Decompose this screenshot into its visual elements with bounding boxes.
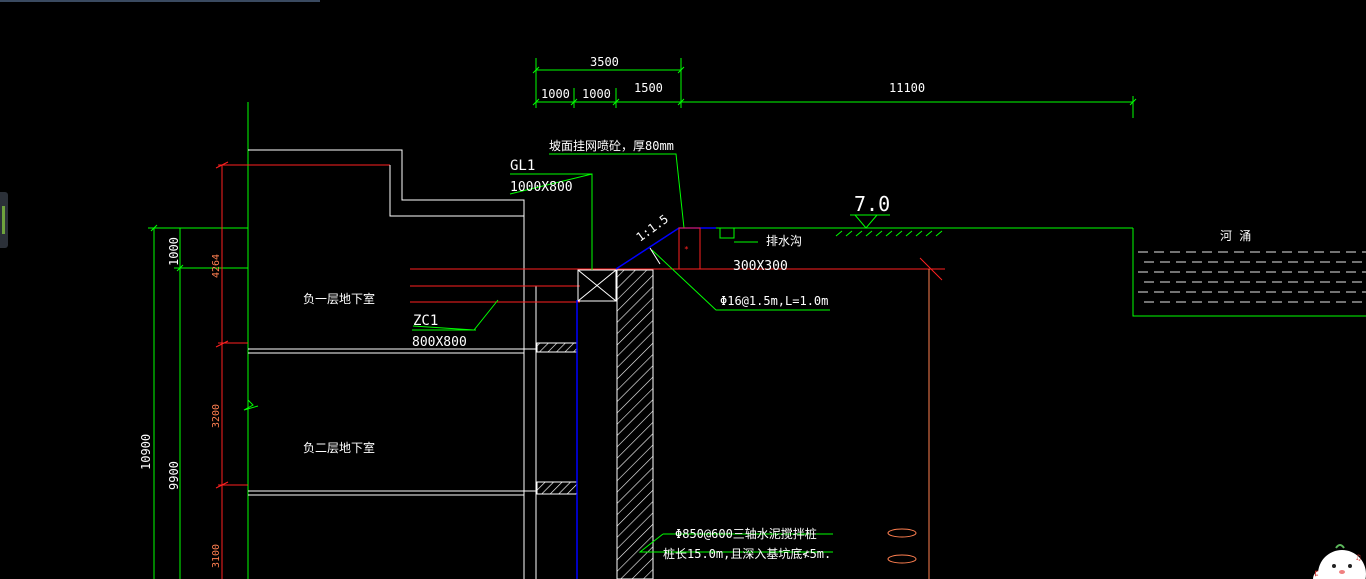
dim-3500: 3500 — [590, 55, 619, 69]
dim-11100: 11100 — [889, 81, 925, 95]
river-label: 河 涌 — [1220, 229, 1251, 243]
beam-hatch-2 — [536, 481, 578, 495]
pile-spec-label: Φ850@600三轴水泥搅拌桩 — [675, 526, 817, 541]
drain-size-label: 300X300 — [733, 259, 788, 274]
gl1-size-label: 1000X800 — [510, 180, 573, 195]
drain-channel — [678, 227, 701, 270]
zc1-label: ZC1 — [413, 313, 438, 329]
nail-spec-label: Φ16@1.5m,L=1.0m — [720, 294, 828, 308]
basement-1-label: 负一层地下室 — [303, 291, 375, 306]
beam-hatch-1 — [536, 342, 578, 353]
slab-lines — [410, 257, 945, 303]
gl1-label: GL1 — [510, 158, 535, 174]
dim-1000-b: 1000 — [582, 87, 611, 101]
dim-left-10900: 10900 — [139, 434, 153, 470]
dim-left-1000: 1000 — [167, 237, 181, 266]
zc1-size-label: 800X800 — [412, 335, 467, 350]
elevation-symbol — [835, 214, 943, 237]
river-water — [1138, 251, 1366, 303]
slope-ratio-label: 1:1.5 — [634, 212, 671, 245]
elevation-label: 7.0 — [854, 192, 890, 216]
top-dimensions — [532, 58, 1137, 118]
window-top-strip — [0, 0, 320, 2]
slope-note-label: 坡面挂网喷砼，厚80mm — [549, 139, 674, 153]
break-symbol — [243, 399, 259, 411]
dim-3200: 3200 — [211, 404, 222, 428]
dim-left-9900: 9900 — [167, 461, 181, 490]
handle-grip — [2, 206, 5, 234]
dim-1000-a: 1000 — [541, 87, 570, 101]
ime-mascot — [1318, 550, 1366, 579]
left-dimensions — [148, 102, 249, 579]
drain-mark: * — [684, 245, 689, 254]
annotation-leaders — [412, 153, 833, 553]
basement-2-label: 负二层地下室 — [303, 440, 375, 455]
dim-3100: 3100 — [211, 544, 222, 568]
building-outline — [248, 149, 537, 579]
pile-note-label: 桩长15.0m,且深入基坑底≮5m. — [663, 546, 831, 561]
dim-1500: 1500 — [634, 81, 663, 95]
ime-cn-icon[interactable]: 中 ♫ — [1300, 540, 1366, 579]
side-panel-handle[interactable] — [0, 192, 8, 248]
slope-nail-line — [649, 247, 661, 265]
drain-label: 排水沟 — [766, 234, 802, 248]
svg-text:♫: ♫ — [1356, 553, 1361, 562]
floor-level-dims — [215, 161, 390, 579]
soil-marks — [887, 528, 917, 564]
mixing-pile-hatch — [616, 269, 654, 579]
gl1-box — [577, 269, 617, 302]
dim-4264: 4264 — [211, 254, 222, 278]
